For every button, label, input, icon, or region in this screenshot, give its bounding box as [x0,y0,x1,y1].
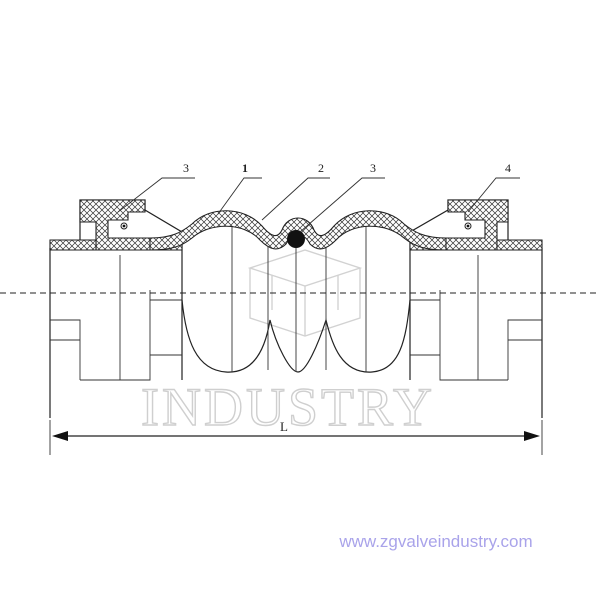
dimension-label: L [280,419,288,434]
watermark: INDUSTRY [140,249,435,438]
right-nut-section [409,199,509,251]
watermark-text: INDUSTRY [141,377,435,437]
callouts: 3 1 2 3 4 [183,161,511,175]
reinforcing-ring [287,230,305,248]
watermark-logo [247,249,363,337]
callout-3-left: 3 [183,161,189,175]
joint-outline [49,199,543,418]
hatched-section [49,199,543,251]
left-nut-section [79,199,183,251]
callout-1: 1 [242,161,248,175]
callout-3-right: 3 [370,161,376,175]
callout-2: 2 [318,161,324,175]
dimension-arrow-left [52,431,68,441]
dimension-arrow-right [524,431,540,441]
leader-lines [117,177,520,233]
right-flange-section [496,239,543,251]
dimension-line: L [49,419,543,455]
callout-4: 4 [505,161,511,175]
website-url: www.zgvalveindustry.com [338,532,532,551]
left-flange-section [49,239,97,251]
